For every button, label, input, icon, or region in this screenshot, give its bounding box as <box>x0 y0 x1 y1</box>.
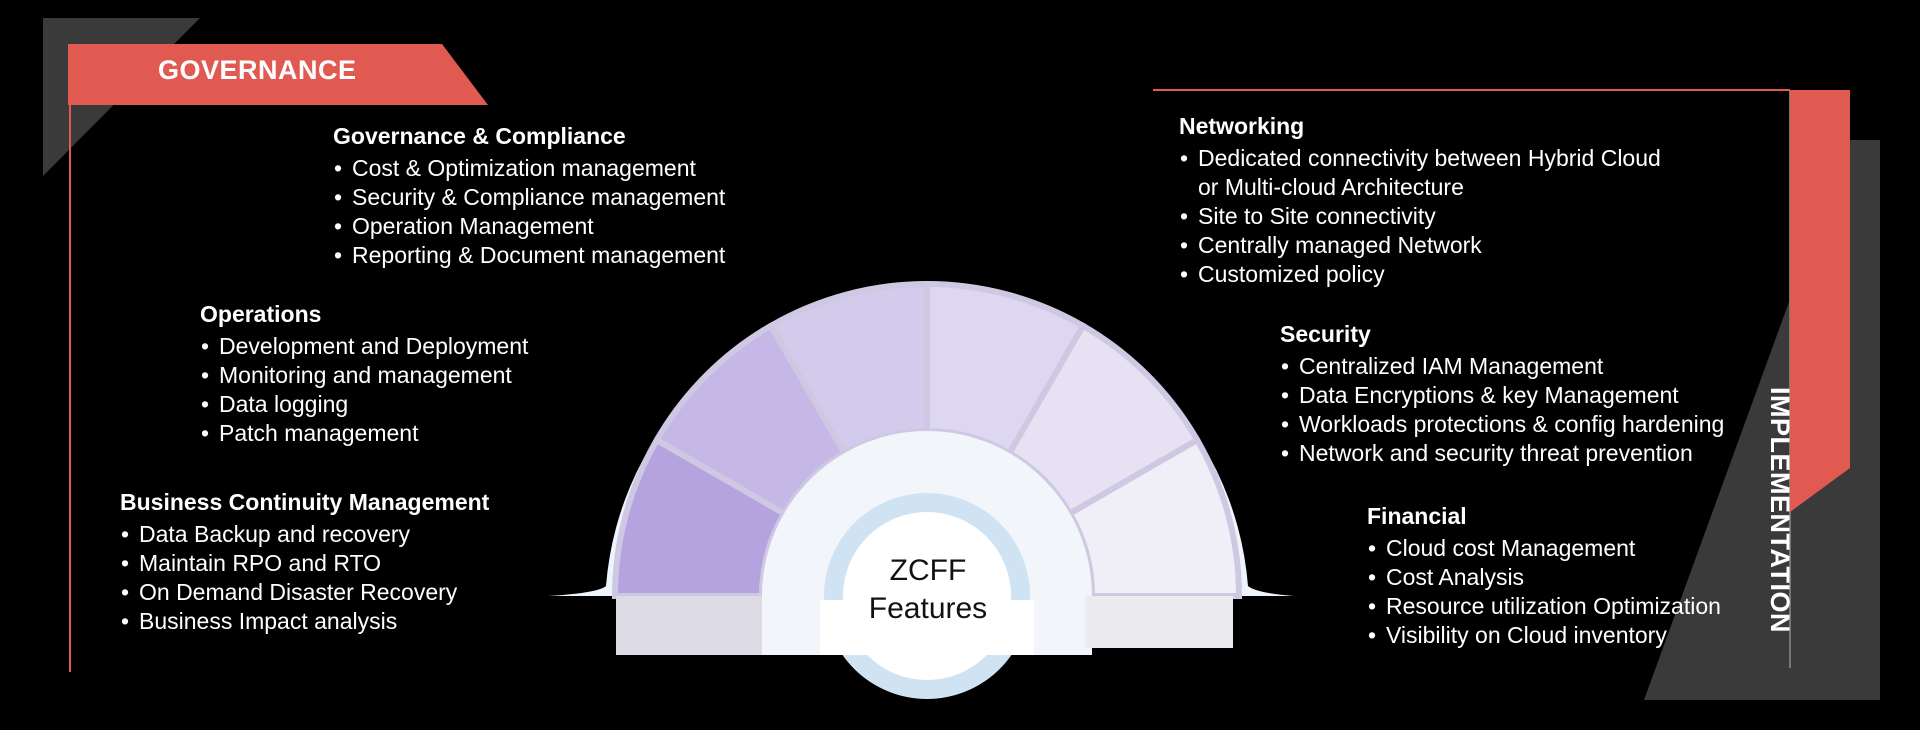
list-item-continuation: or Multi-cloud Architecture <box>1198 174 1464 200</box>
section-title: Security <box>1280 321 1371 347</box>
section-list: Cloud cost Management Cost Analysis Reso… <box>1367 534 1721 650</box>
section-list: Centralized IAM Management Data Encrypti… <box>1280 352 1724 468</box>
section-operations: Operations Development and Deployment Mo… <box>200 300 528 448</box>
center-base <box>820 600 1034 655</box>
governance-banner-label: GOVERNANCE <box>158 55 357 85</box>
list-item: Cloud cost Management <box>1367 534 1721 563</box>
section-title: Financial <box>1367 503 1467 529</box>
list-item: Visibility on Cloud inventory <box>1367 621 1721 650</box>
section-governance: Governance & Compliance Cost & Optimizat… <box>333 122 725 270</box>
left-step <box>616 596 762 655</box>
list-item: Business Impact analysis <box>120 607 489 636</box>
center-label-line: ZCFF <box>889 554 967 587</box>
governance-banner <box>68 44 488 105</box>
section-business-continuity: Business Continuity Management Data Back… <box>120 488 489 636</box>
section-title: Networking <box>1179 113 1305 139</box>
list-item: Security & Compliance management <box>333 183 725 212</box>
list-item: Cost Analysis <box>1367 563 1721 592</box>
implementation-banner-label: IMPLEMENTATION <box>1765 387 1795 633</box>
section-title: Operations <box>200 301 322 327</box>
list-item: Data logging <box>200 390 528 419</box>
list-item: Reporting & Document management <box>333 241 725 270</box>
section-title: Governance & Compliance <box>333 123 626 149</box>
section-title: Business Continuity Management <box>120 489 490 515</box>
list-item: Cost & Optimization management <box>333 154 725 183</box>
list-item: Network and security threat prevention <box>1280 439 1724 468</box>
list-item: Centrally managed Network <box>1179 231 1661 260</box>
right-step <box>1085 596 1233 648</box>
section-networking: Networking Dedicated connectivity betwee… <box>1179 112 1661 289</box>
list-item: Centralized IAM Management <box>1280 352 1724 381</box>
list-item: Operation Management <box>333 212 725 241</box>
list-item: Workloads protections & config hardening <box>1280 410 1724 439</box>
feature-arc <box>548 280 1294 699</box>
list-item: On Demand Disaster Recovery <box>120 578 489 607</box>
list-item: Development and Deployment <box>200 332 528 361</box>
section-list: Cost & Optimization management Security … <box>333 154 725 270</box>
implementation-banner <box>1790 90 1850 512</box>
list-item: Data Encryptions & key Management <box>1280 381 1724 410</box>
list-item: Maintain RPO and RTO <box>120 549 489 578</box>
section-list: Development and Deployment Monitoring an… <box>200 332 528 448</box>
list-item: Monitoring and management <box>200 361 528 390</box>
section-list: Dedicated connectivity between Hybrid Cl… <box>1179 144 1661 289</box>
list-item: Data Backup and recovery <box>120 520 489 549</box>
center-feature-label: ZCFF Features <box>848 552 1008 628</box>
center-label-line: Features <box>868 592 988 625</box>
section-list: Data Backup and recovery Maintain RPO an… <box>120 520 489 636</box>
section-security: Security Centralized IAM Management Data… <box>1280 320 1724 468</box>
arc-segments <box>611 280 1243 599</box>
list-item: Site to Site connectivity <box>1179 202 1661 231</box>
list-item: Patch management <box>200 419 528 448</box>
list-item: Customized policy <box>1179 260 1661 289</box>
list-item: Resource utilization Optimization <box>1367 592 1721 621</box>
section-financial: Financial Cloud cost Management Cost Ana… <box>1367 502 1721 650</box>
list-item: Dedicated connectivity between Hybrid Cl… <box>1179 144 1661 173</box>
